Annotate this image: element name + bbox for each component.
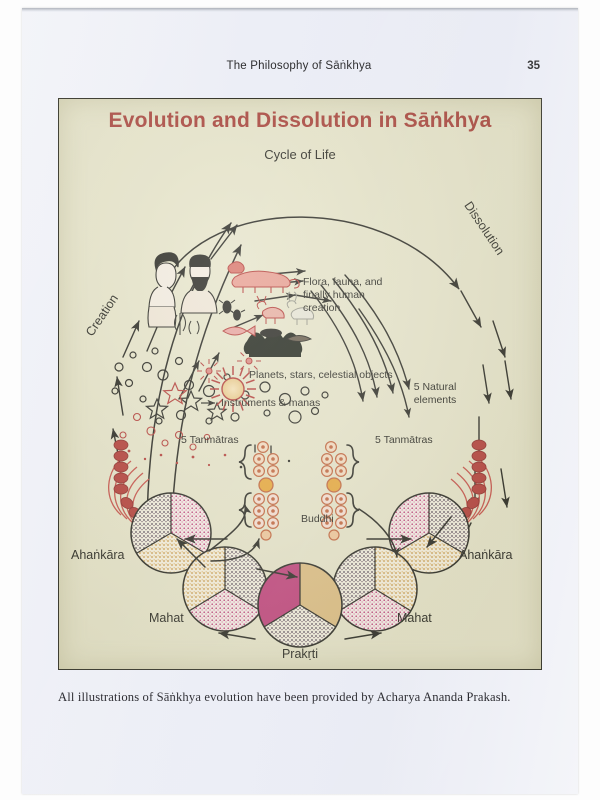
ahankara-circle-left <box>130 492 212 574</box>
mahat-circle-left <box>182 546 268 632</box>
page-number: 35 <box>527 60 540 72</box>
running-head-title: The Philosophy of Sāṅkhya <box>226 60 372 72</box>
forest-icon <box>243 331 303 357</box>
beings-row <box>147 252 315 342</box>
prakrti-circle <box>257 562 343 648</box>
plant-icon <box>174 313 200 335</box>
celestial-field <box>111 331 329 471</box>
cluster-lower-right <box>321 493 348 541</box>
label-planets-stars: Planets, stars, celestial objects <box>249 369 393 381</box>
label-buddhi: Buddhi <box>301 513 334 525</box>
goat-icon <box>286 291 315 325</box>
label-ahankara-right: Ahaṅkāra <box>459 548 513 562</box>
figure-title: Evolution and Dissolution in Sāṅkhya <box>108 109 492 132</box>
deer-icon <box>256 295 285 324</box>
sun-icon <box>210 366 256 412</box>
diagram-artwork <box>108 216 514 648</box>
tattva-clusters <box>238 441 360 541</box>
label-instruments-manas: Instruments & manas <box>221 397 321 409</box>
running-head: The Philosophy of Sāṅkhya 35 <box>58 60 540 78</box>
label-cycle-of-life: Cycle of Life <box>264 147 336 162</box>
label-prakrti: Prakṛti <box>281 647 319 661</box>
label-natural-elements: 5 Natural elements <box>413 381 457 406</box>
figure-caption: All illustrations of Sāṅkhya evolution h… <box>58 690 511 704</box>
fish-icon <box>222 325 256 337</box>
label-flora-fauna: Flora, fauna, and finally human creation <box>303 276 383 314</box>
page-top-shadow <box>22 8 578 12</box>
cluster-lower-left <box>253 493 280 541</box>
cluster-upper-right <box>321 441 348 493</box>
label-tanmatras-left: 5 Tanmātras <box>181 434 239 446</box>
woman-figure <box>147 252 179 328</box>
man-figure <box>180 254 218 314</box>
lion-icon <box>227 261 300 293</box>
cluster-upper-left <box>253 441 280 493</box>
label-mahat-right: Mahat <box>397 611 432 625</box>
label-ahankara-left: Ahaṅkāra <box>71 548 125 562</box>
leaf-icon <box>260 328 313 342</box>
insects-icon <box>218 299 246 321</box>
mahat-circle-right <box>332 546 418 632</box>
ahankara-circle-right <box>388 492 470 574</box>
illustration-figure: Evolution and Dissolution in Sāṅkhya <box>58 98 542 670</box>
label-tanmatras-right: 5 Tanmātras <box>375 434 433 446</box>
label-mahat-left: Mahat <box>149 611 184 625</box>
